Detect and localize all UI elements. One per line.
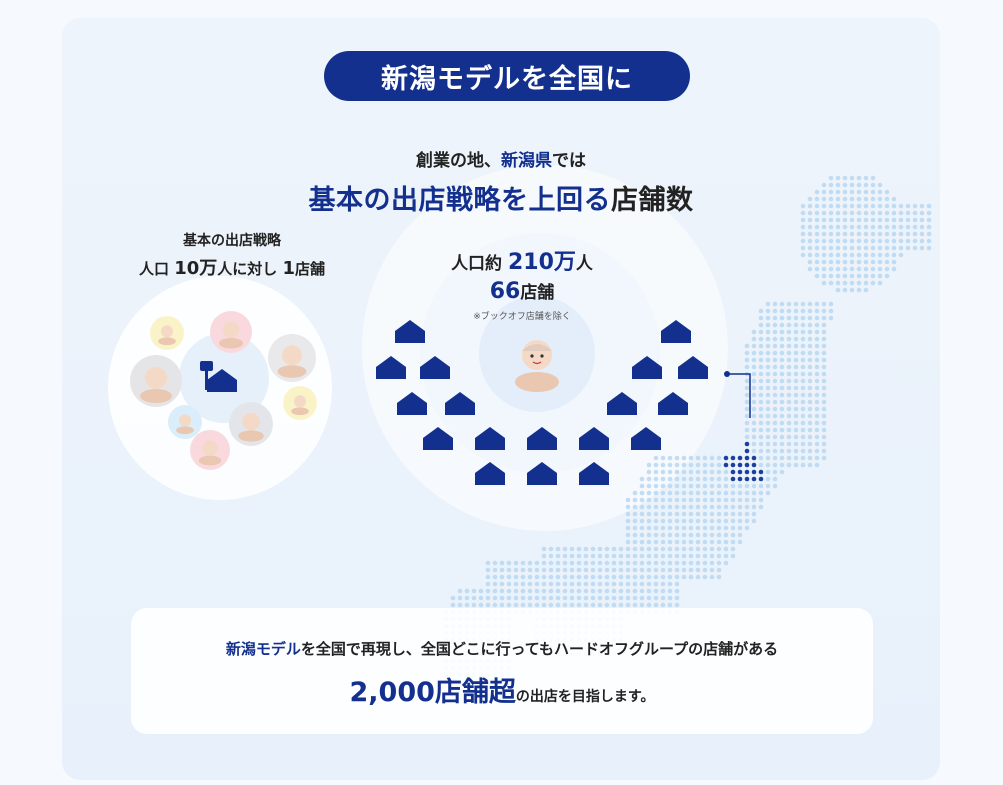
person-icon <box>190 430 230 470</box>
bottom-goal-rest: の出店を目指します。 <box>515 689 655 705</box>
headline-line2: 基本の出店戦略を上回る店舗数 <box>62 178 940 217</box>
house-icon <box>658 392 688 415</box>
headline-prefix: 創業の地、 <box>416 151 501 171</box>
headline-line1: 創業の地、新潟県では <box>62 146 940 171</box>
person-icon <box>150 316 184 350</box>
left-pop-count: 1 <box>282 258 296 279</box>
house-icon <box>395 320 425 343</box>
store-sign-icon <box>200 361 213 390</box>
bottom-rest: を全国で再現し、全国どこに行ってもハードオフグループの店舗がある <box>300 640 779 658</box>
person-icon <box>229 402 273 446</box>
mid-pop-prefix: 人口約 <box>451 254 508 274</box>
person-icon <box>268 334 316 382</box>
house-icon <box>579 462 609 485</box>
left-population: 人口 10万人に対し 1店舗 <box>112 254 352 280</box>
left-pop-prefix: 人口 <box>138 260 175 278</box>
niigata-connector <box>727 373 751 418</box>
house-icon <box>607 392 637 415</box>
headline-prefecture: 新潟県 <box>501 151 552 171</box>
main-card: 新潟モデルを全国に 創業の地、新潟県では 基本の出店戦略を上回る店舗数 基本の出… <box>62 18 940 780</box>
house-icon <box>475 462 505 485</box>
person-icon <box>130 355 182 407</box>
headline-store-count: 店舗数 <box>611 185 694 216</box>
bottom-message-box: 新潟モデルを全国で再現し、全国どこに行ってもハードオフグループの店舗がある 2,… <box>131 608 873 734</box>
house-icon <box>661 320 691 343</box>
middle-stores: 66店舗 <box>422 278 622 304</box>
bottom-line1: 新潟モデルを全国で再現し、全国どこに行ってもハードオフグループの店舗がある <box>131 638 873 659</box>
house-icon <box>678 356 708 379</box>
mid-stores-number: 66 <box>489 279 521 304</box>
person-icon <box>168 405 202 439</box>
person-icon <box>283 386 317 420</box>
illustration <box>108 165 932 699</box>
bottom-highlight: 新潟モデル <box>225 640 301 658</box>
house-icon <box>475 427 505 450</box>
house-icon <box>527 427 557 450</box>
left-pop-suffix: 店舗 <box>295 260 326 278</box>
middle-note: ※ブックオフ店舗を除く <box>473 312 571 322</box>
headline-suffix: では <box>552 151 586 171</box>
mid-stores-suffix: 店舗 <box>520 283 555 303</box>
person-icon <box>210 311 252 353</box>
house-icon <box>579 427 609 450</box>
left-pop-number: 10万 <box>174 258 218 279</box>
house-icon <box>631 427 661 450</box>
house-icon <box>423 427 453 450</box>
house-icon <box>397 392 427 415</box>
bottom-line2: 2,000店舗超の出店を目指します。 <box>131 670 873 709</box>
left-pop-mid: 人に対し <box>217 260 283 278</box>
person-icon <box>515 340 559 392</box>
house-icon <box>445 392 475 415</box>
mid-pop-suffix: 人 <box>575 254 593 274</box>
house-icon <box>420 356 450 379</box>
house-icon <box>207 369 237 392</box>
title-pill: 新潟モデルを全国に <box>324 51 690 101</box>
bottom-goal: 2,000店舗超 <box>349 677 516 708</box>
left-caption: 基本の出店戦略 <box>183 233 281 249</box>
house-icon <box>632 356 662 379</box>
mid-pop-number: 210万 <box>507 250 576 275</box>
middle-population: 人口約 210万人 <box>422 244 622 276</box>
house-icon <box>376 356 406 379</box>
headline-strategy: 基本の出店戦略を上回る <box>308 185 611 216</box>
house-icon <box>527 462 557 485</box>
